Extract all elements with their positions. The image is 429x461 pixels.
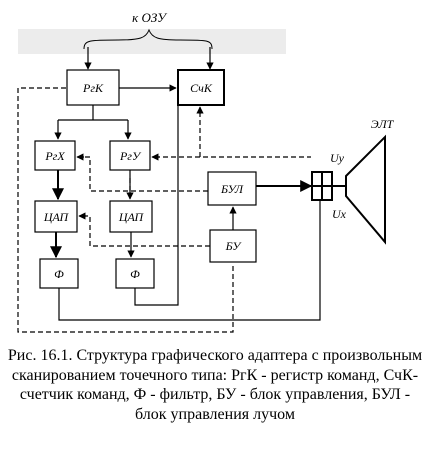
svg-text:ЦАП: ЦАП <box>118 210 145 224</box>
svg-text:Ф: Ф <box>130 267 140 281</box>
block-filter-x: Ф <box>39 258 79 289</box>
ux-label: Uх <box>332 207 347 221</box>
block-dac-x: ЦАП <box>34 200 78 233</box>
crt <box>332 134 386 245</box>
block-rgy: РгУ <box>109 140 151 171</box>
crt-label: ЭЛТ <box>371 117 395 131</box>
svg-text:БУЛ: БУЛ <box>220 182 244 196</box>
svg-text:РгК: РгК <box>82 81 104 95</box>
figure-caption: Рис. 16.1. Структура графического адапте… <box>7 347 423 423</box>
block-bul: БУЛ <box>207 171 257 206</box>
brace <box>83 28 213 50</box>
block-dac-y: ЦАП <box>109 200 153 233</box>
block-filter-y: Ф <box>115 258 155 289</box>
svg-text:ЦАП: ЦАП <box>43 210 70 224</box>
structure-diagram: к ОЗУ РгК СчК РгХ РгУ ЦАП ЦАП Ф Ф БУЛ БУ <box>17 10 395 333</box>
solid-connections <box>50 84 321 321</box>
block-sck: СчК <box>177 69 225 106</box>
svg-text:РгУ: РгУ <box>119 149 142 163</box>
block-bu: БУ <box>209 229 257 263</box>
block-rgk: РгК <box>66 69 120 106</box>
memory-bus-band <box>18 29 286 54</box>
svg-text:БУ: БУ <box>225 239 243 253</box>
block-rgx: РгХ <box>34 140 76 171</box>
svg-text:РгХ: РгХ <box>44 149 65 163</box>
deflection-block <box>311 171 333 201</box>
svg-text:Ф: Ф <box>54 267 64 281</box>
svg-text:СчК: СчК <box>190 81 213 95</box>
dashed-connections <box>17 87 311 333</box>
to-ram-label: к ОЗУ <box>132 10 168 25</box>
uy-label: Uу <box>330 151 345 165</box>
